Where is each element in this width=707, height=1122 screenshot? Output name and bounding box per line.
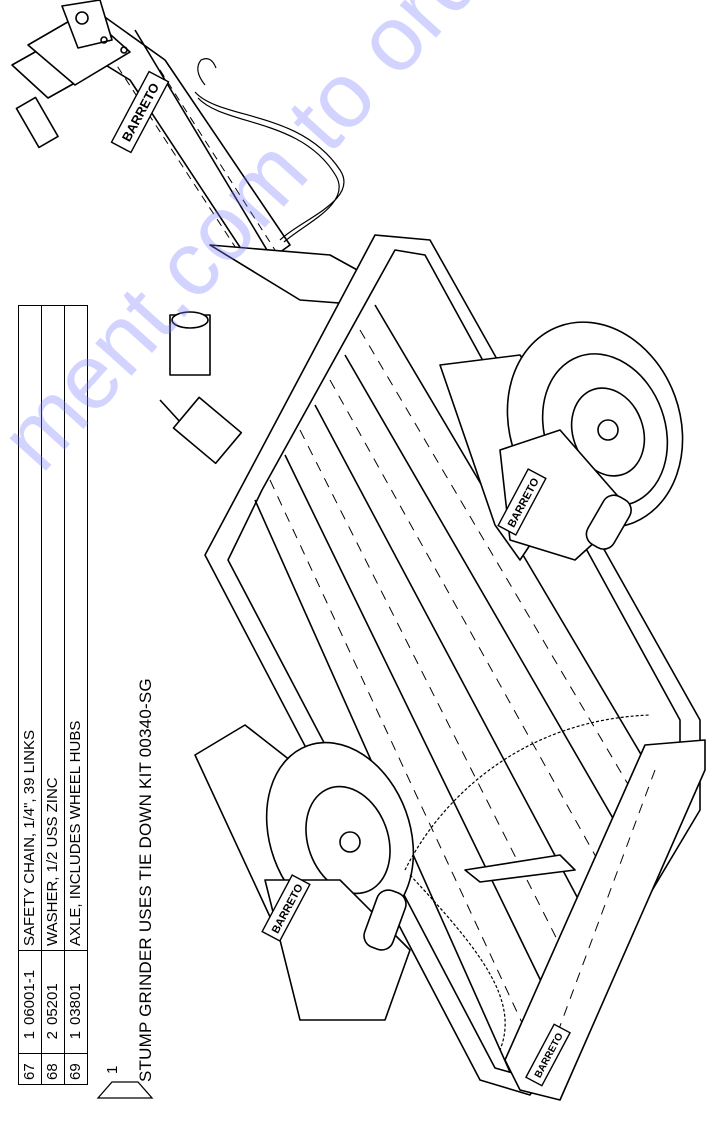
hitch-coupler xyxy=(11,0,131,149)
right-wheel xyxy=(439,321,684,561)
callout-bubble xyxy=(96,1081,154,1099)
safety-chain xyxy=(194,58,345,243)
tongue-jack xyxy=(159,311,243,465)
tie-down-chain xyxy=(404,714,651,871)
ratchet-strap xyxy=(464,854,576,883)
